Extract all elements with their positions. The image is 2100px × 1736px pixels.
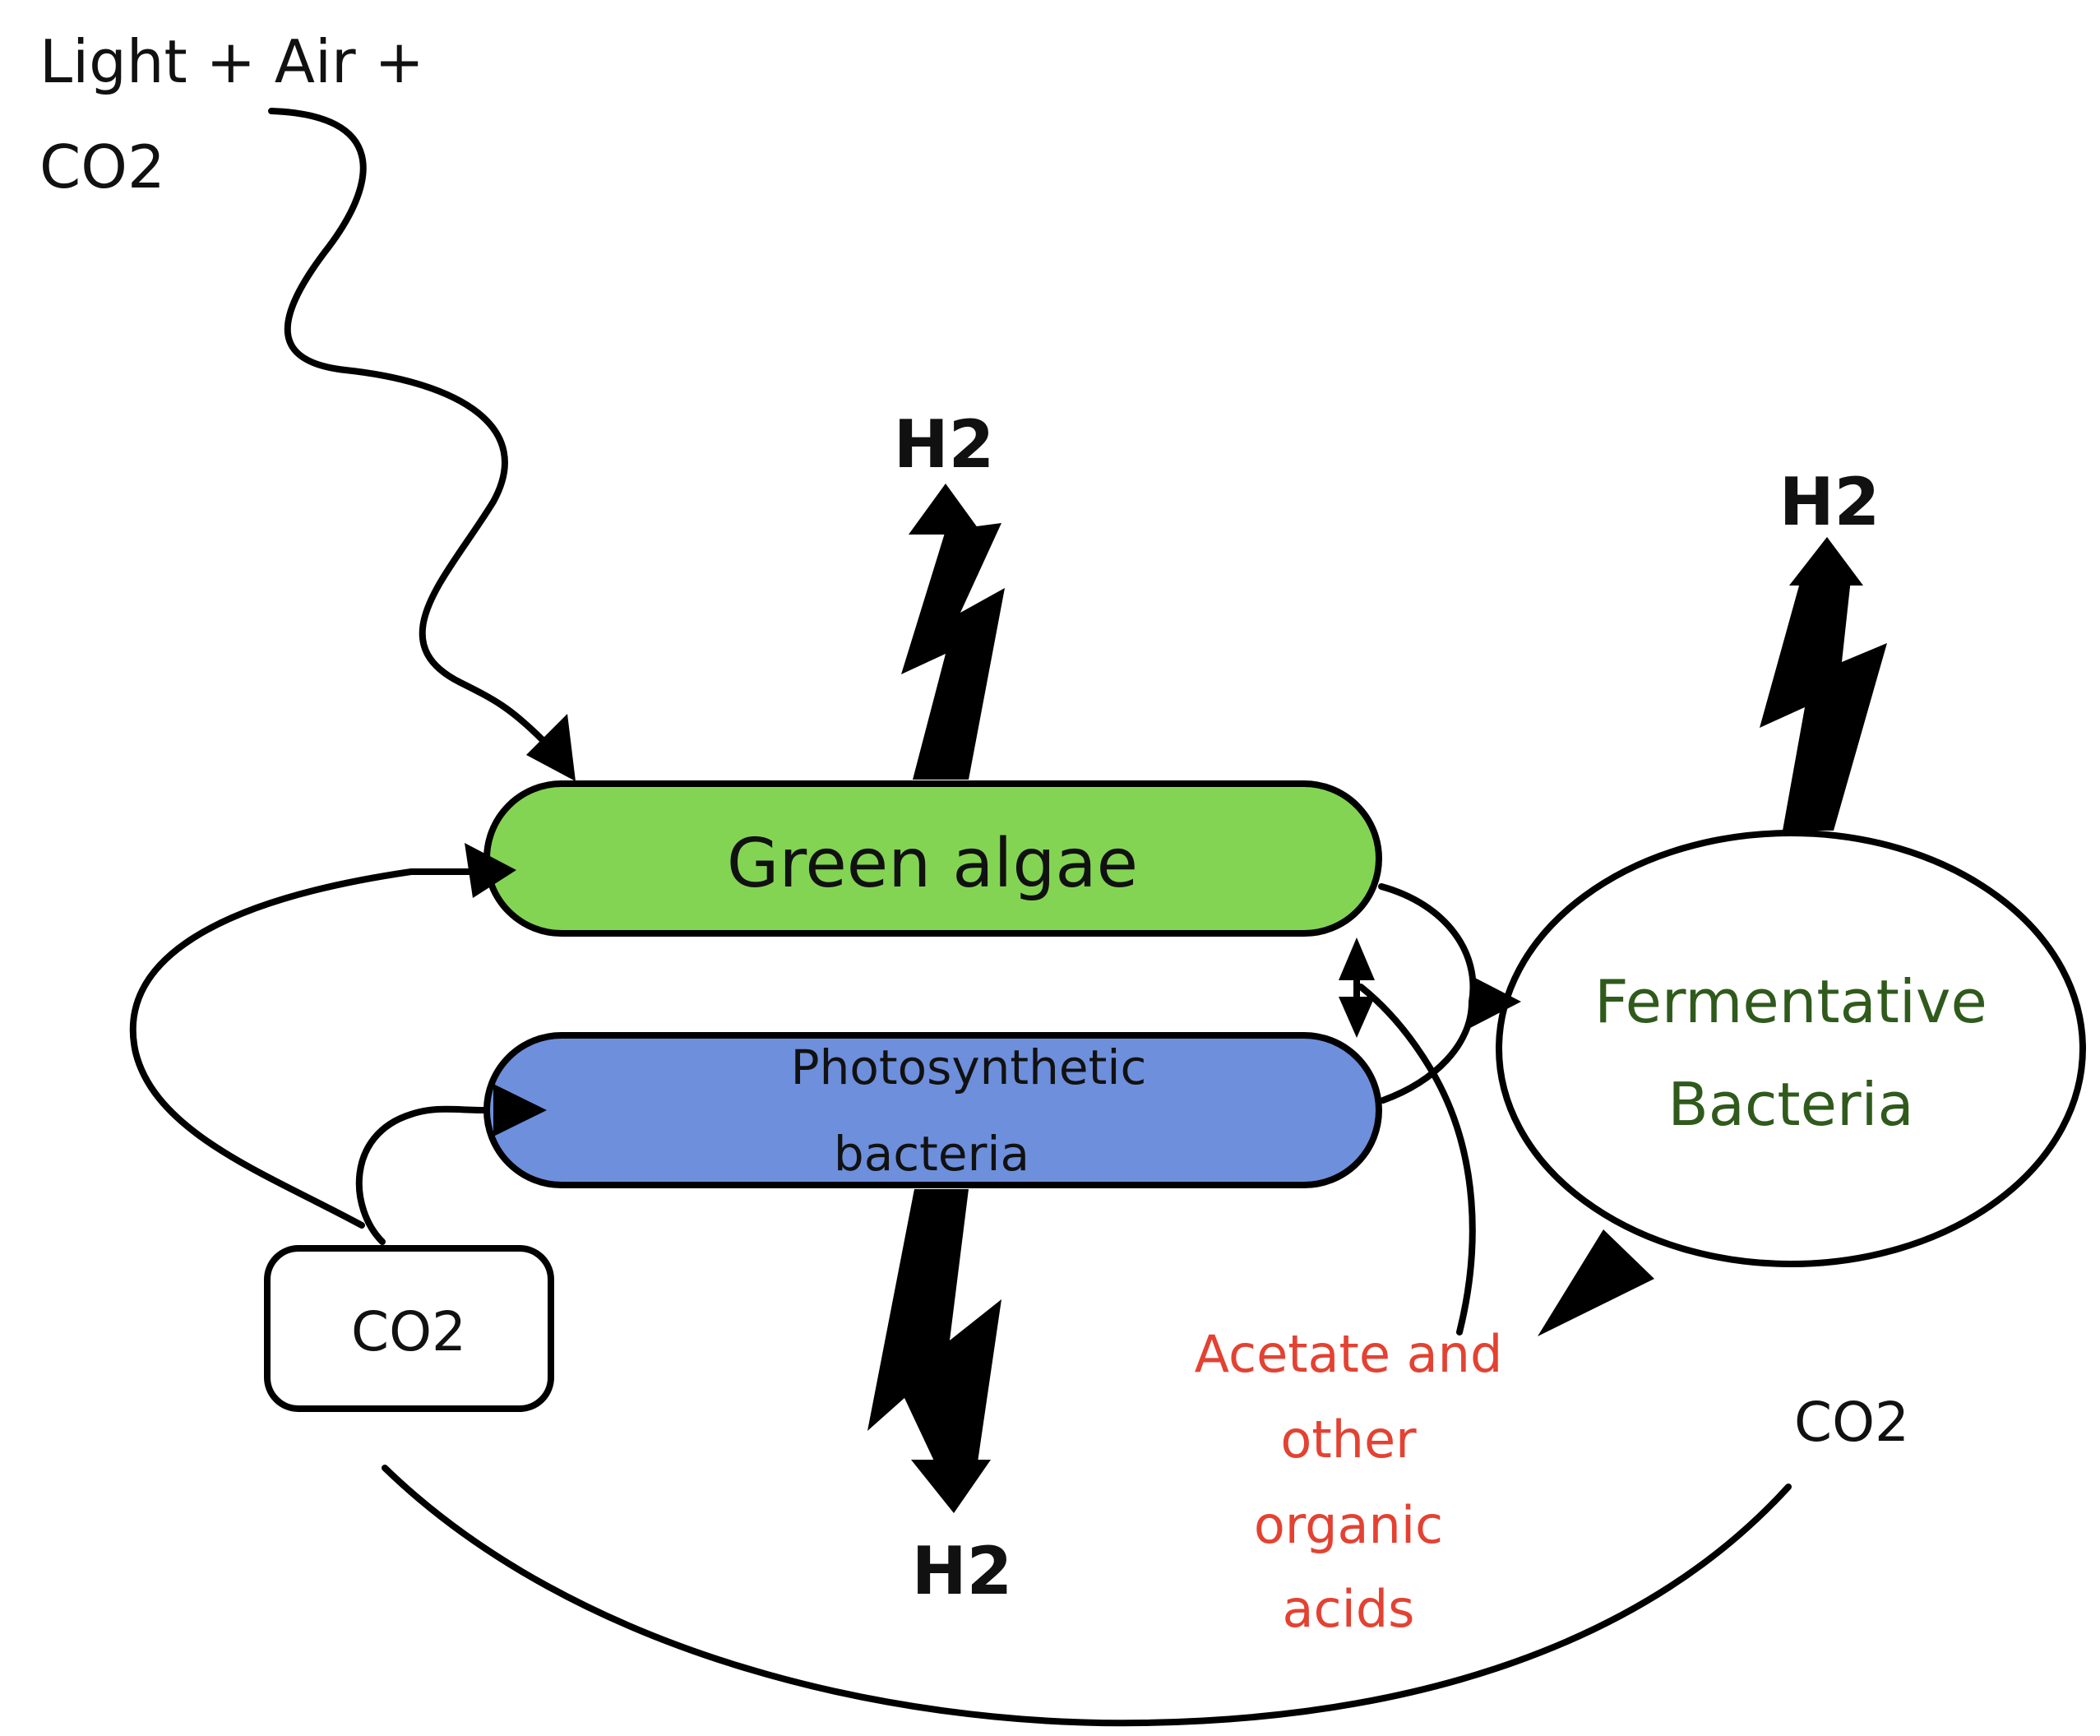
algae-photosynthetic-exchange-arrowhead-down: [1339, 997, 1375, 1038]
h2-bolt-algae-up-arrowhead: [909, 484, 983, 535]
photosynthetic-bacteria-label-line1: Photosynthetic: [791, 1039, 1147, 1095]
h2-bolt-fermentative-up: [1760, 572, 1887, 831]
co2-to-green-algae-line: [129, 868, 472, 1229]
acids-to-exchange-line: [1358, 984, 1476, 1336]
green-algae-label: Green algae: [727, 825, 1138, 903]
input-label-line2: CO2: [39, 132, 165, 201]
to-fermentative-arrowhead: [1470, 975, 1521, 1028]
fermentative-to-acids-arrowhead: [1538, 1229, 1654, 1336]
h2-bolt-algae-up: [901, 523, 1005, 780]
co2-return-arc: [382, 1465, 1792, 1727]
light-input-wavy-arrow: [268, 108, 546, 743]
organic-acids-label-line1: Acetate and: [1195, 1324, 1503, 1384]
input-label-line1: Light + Air +: [39, 27, 424, 96]
h2-label-photosynthetic-bottom: H2: [912, 1533, 1013, 1609]
organic-acids-label-line2: other: [1280, 1410, 1417, 1470]
fermentative-bacteria-ellipse: [1496, 830, 2086, 1267]
fermentative-bacteria-label-line1: Fermentative: [1594, 967, 1987, 1036]
organic-acids-label-line3: organic: [1254, 1495, 1443, 1555]
co2-to-green-algae-arrowhead: [465, 843, 516, 898]
co2-box: [264, 1245, 554, 1412]
co2-box-label: CO2: [351, 1300, 466, 1363]
h2-label-algae-top: H2: [894, 406, 995, 483]
organic-acids-label-line4: acids: [1283, 1579, 1415, 1639]
h2-bolt-photosynthetic-down: [867, 1189, 1001, 1468]
co2-to-photosynthetic-line: [355, 1105, 488, 1245]
photosynthetic-bacteria-label-line2: bacteria: [834, 1126, 1029, 1182]
h2-bolt-photosynthetic-down-arrowhead: [911, 1460, 991, 1513]
algae-photosynthetic-exchange-arrowhead-up: [1339, 937, 1375, 980]
fermentative-bacteria-label-line2: Bacteria: [1668, 1070, 1913, 1139]
h2-label-fermentative-top: H2: [1779, 464, 1880, 540]
co2-right-label: CO2: [1794, 1391, 1909, 1454]
co2-to-photosynthetic-arrowhead: [493, 1084, 547, 1137]
h2-bolt-fermentative-up-arrowhead: [1789, 537, 1863, 586]
algae-to-fermentative-line: [1378, 883, 1483, 1005]
light-input-arrowhead: [526, 714, 576, 781]
photosynthetic-to-fermentative-line: [1380, 998, 1475, 1104]
